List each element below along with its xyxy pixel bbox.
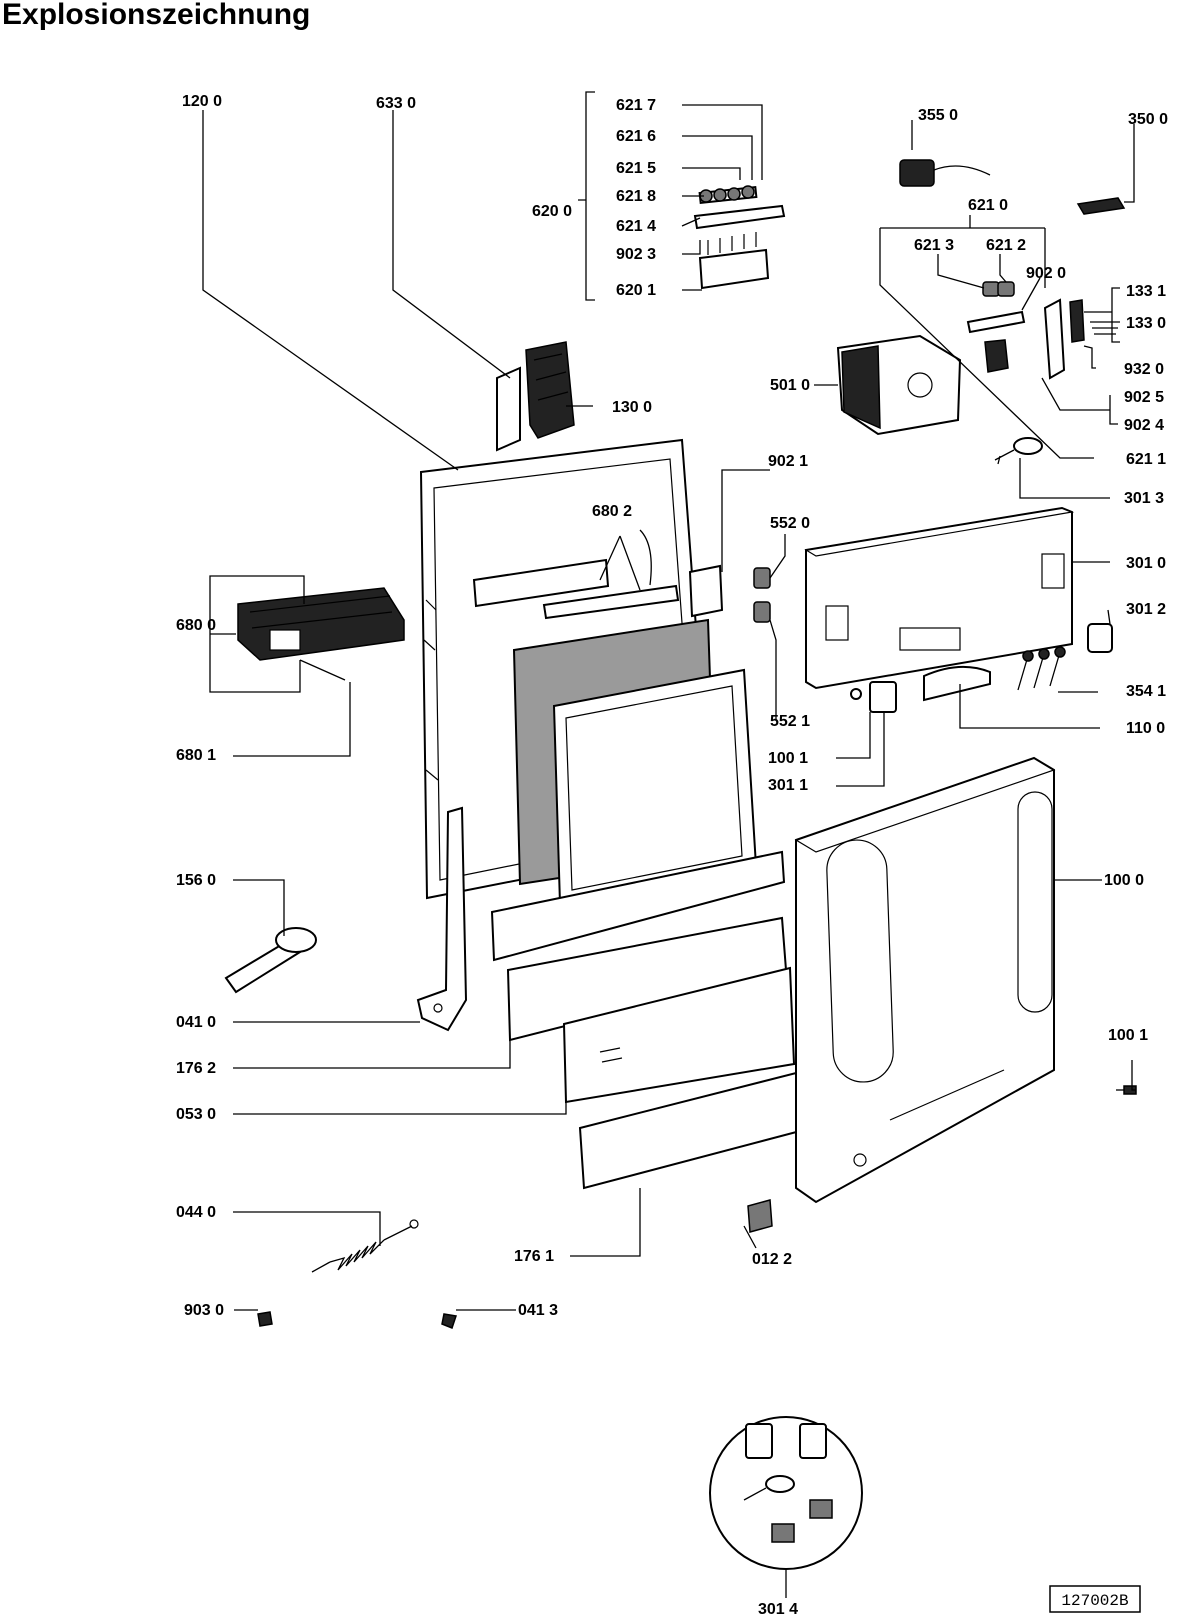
- key-drawing: [994, 437, 1043, 465]
- label-621-6: 621 6: [616, 128, 656, 145]
- label-902-3: 902 3: [616, 246, 656, 263]
- label-100-1-upper: 100 1: [768, 750, 808, 767]
- label-620-1: 620 1: [616, 282, 656, 299]
- button-assembly-drawing: [693, 185, 786, 290]
- label-350-0: 350 0: [1128, 111, 1168, 128]
- label-301-2: 301 2: [1126, 601, 1166, 618]
- kit-circle-drawing: [709, 1416, 863, 1570]
- label-621-4: 621 4: [616, 218, 656, 235]
- label-932-0: 932 0: [1124, 361, 1164, 378]
- label-902-5: 902 5: [1124, 389, 1164, 406]
- label-621-2: 621 2: [986, 237, 1026, 254]
- label-301-3: 301 3: [1124, 490, 1164, 507]
- label-301-0: 301 0: [1126, 555, 1166, 572]
- fasteners-drawing: [257, 1311, 457, 1329]
- label-156-0: 156 0: [176, 872, 216, 889]
- label-621-1: 621 1: [1126, 451, 1166, 468]
- control-housing-drawing: [804, 506, 1075, 690]
- label-176-2: 176 2: [176, 1060, 216, 1077]
- drawing-number-box: 127002B: [1049, 1585, 1141, 1613]
- label-120-0: 120 0: [182, 93, 222, 110]
- display-strips-drawing: [472, 529, 680, 620]
- label-621-3: 621 3: [914, 237, 954, 254]
- label-680-0: 680 0: [176, 617, 216, 634]
- label-133-1: 133 1: [1126, 283, 1166, 300]
- switch-parts-drawing: [966, 281, 1120, 380]
- label-012-2: 012 2: [752, 1251, 792, 1268]
- label-902-0: 902 0: [1026, 265, 1066, 282]
- label-680-2: 680 2: [592, 503, 632, 520]
- page-title: Explosionszeichnung: [2, 0, 311, 31]
- outer-door-panel-drawing: [794, 756, 1056, 1204]
- hinge-arm-drawing: [416, 806, 468, 1032]
- label-633-0: 633 0: [376, 95, 416, 112]
- label-100-0: 100 0: [1104, 872, 1144, 889]
- spring-drawing: [311, 1219, 419, 1273]
- bracket-connectors-drawing: [688, 564, 771, 623]
- label-552-0: 552 0: [770, 515, 810, 532]
- label-620-0: 620 0: [532, 203, 572, 220]
- label-680-1: 680 1: [176, 747, 216, 764]
- timer-drawing: [836, 334, 962, 436]
- label-501-0: 501 0: [770, 377, 810, 394]
- drawing-number: 127002B: [1061, 1592, 1128, 1610]
- label-902-1: 902 1: [768, 453, 808, 470]
- leader-lines: [202, 91, 1136, 1598]
- connector-drawing: [899, 159, 991, 187]
- label-041-3: 041 3: [518, 1302, 558, 1319]
- clip-drawing: [747, 1199, 773, 1233]
- label-176-1: 176 1: [514, 1248, 554, 1265]
- label-133-0: 133 0: [1126, 315, 1166, 332]
- label-621-0: 621 0: [968, 197, 1008, 214]
- tag-drawing: [1076, 197, 1126, 215]
- label-053-0: 053 0: [176, 1106, 216, 1123]
- control-panel-drawing: [237, 587, 405, 681]
- label-044-0: 044 0: [176, 1204, 216, 1221]
- label-041-0: 041 0: [176, 1014, 216, 1031]
- label-621-8: 621 8: [616, 188, 656, 205]
- part-labels: 120 0 633 0 621 7 621 6 621 5 621 8 620 …: [176, 93, 1168, 1617]
- door-handle-drawing: [224, 927, 317, 994]
- label-354-1: 354 1: [1126, 683, 1166, 700]
- label-110-0: 110 0: [1126, 720, 1165, 737]
- housing-accessories-drawing: [850, 623, 1113, 713]
- label-100-1-lower: 100 1: [1108, 1027, 1148, 1044]
- label-301-1: 301 1: [768, 777, 808, 794]
- door-lock-drawing: [496, 341, 575, 452]
- label-902-4: 902 4: [1124, 417, 1164, 434]
- lower-channels-drawing: [490, 850, 806, 1190]
- label-301-4: 301 4: [758, 1601, 798, 1617]
- label-552-1: 552 1: [770, 713, 810, 730]
- label-355-0: 355 0: [918, 107, 958, 124]
- label-903-0: 903 0: [184, 1302, 224, 1319]
- label-621-7: 621 7: [616, 97, 656, 114]
- label-621-5: 621 5: [616, 160, 656, 177]
- label-130-0: 130 0: [612, 399, 652, 416]
